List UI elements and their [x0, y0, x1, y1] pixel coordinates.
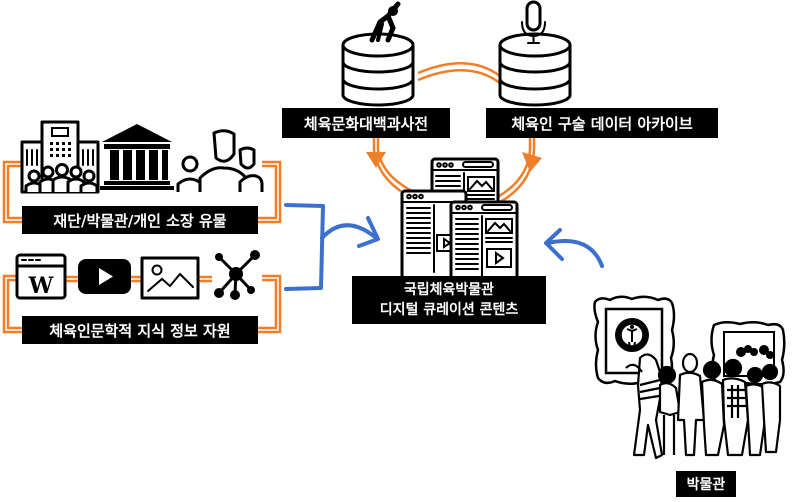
office-building-with-crowd-icon — [20, 120, 100, 194]
arrow-oral-to-center — [495, 138, 542, 204]
network-hub-icon — [214, 250, 260, 300]
museum-label: 박물관 — [676, 471, 736, 497]
image-icon — [140, 256, 200, 300]
svg-text:W: W — [28, 273, 54, 299]
arrow-museum-to-center — [544, 228, 604, 268]
artifacts-orange-frame — [2, 160, 282, 224]
knowledge-orange-frame — [2, 274, 282, 334]
center-label: 국립체육박물관 디지털 큐레이션 콘텐츠 — [352, 276, 546, 324]
artifacts-label: 재단/박물관/개인 소장 유물 — [22, 206, 258, 234]
museum-building-icon — [100, 124, 174, 190]
museum-visitors-illustration — [593, 295, 786, 460]
stretching-figure-icon — [369, 1, 401, 43]
arrow-encyclopedia-to-center — [366, 138, 415, 200]
connector-encyclopedia-oral — [417, 62, 501, 85]
web-pages-stack-icon — [400, 157, 519, 300]
center-label-line1: 국립체육박물관 — [403, 282, 495, 298]
video-play-icon — [78, 259, 131, 294]
people-group-icon — [176, 129, 264, 192]
center-label-line2: 디지털 큐레이션 콘텐츠 — [379, 302, 519, 318]
encyclopedia-label: 체육문화대백과사전 — [282, 108, 450, 138]
database-encyclopedia-icon — [341, 1, 415, 107]
wikipedia-browser-icon: W — [15, 253, 67, 300]
database-oral-archive-icon — [498, 0, 572, 107]
microphone-icon — [521, 0, 546, 44]
oral-archive-label: 체육인 구술 데이터 아카이브 — [486, 108, 718, 138]
arrow-left-groups-to-center — [284, 203, 380, 291]
knowledge-label: 체육인문학적 지식 정보 자원 — [22, 316, 258, 344]
